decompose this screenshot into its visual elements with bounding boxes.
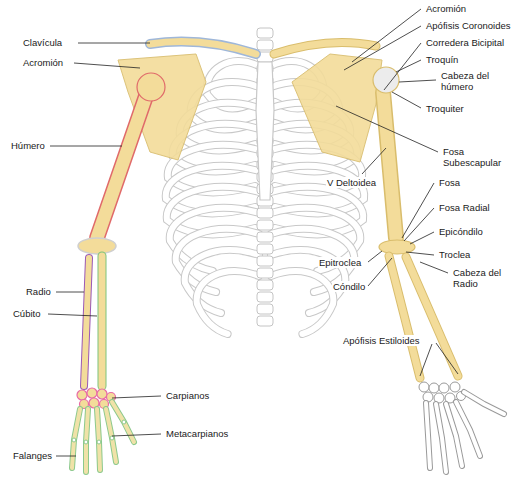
part-label: Acromión bbox=[22, 57, 64, 68]
left-humerus-outline bbox=[97, 96, 146, 238]
part-label: Cabeza del Radio bbox=[452, 267, 510, 289]
right-elbow bbox=[379, 240, 415, 254]
left-radius bbox=[84, 258, 89, 386]
rib bbox=[197, 271, 259, 334]
sternum bbox=[256, 62, 274, 200]
vertebra bbox=[257, 280, 273, 290]
vertebra bbox=[257, 256, 273, 266]
right-carpals bbox=[419, 382, 466, 403]
part-label: Cóndilo bbox=[332, 281, 366, 292]
part-label: Falanges bbox=[12, 450, 53, 461]
part-label: Troquiter bbox=[425, 103, 465, 114]
part-label: Fosa bbox=[438, 177, 461, 188]
vertebra bbox=[257, 244, 273, 254]
part-label: Corredera Bicipital bbox=[425, 37, 505, 48]
part-label: Cúbito bbox=[12, 308, 41, 319]
part-label: Apófisis Coronoides bbox=[425, 20, 512, 31]
rib-outline bbox=[197, 271, 259, 334]
left-clavicle-outline bbox=[150, 42, 256, 54]
right-humerus-outline bbox=[383, 92, 396, 238]
left-ulna bbox=[99, 256, 106, 386]
part-label: Troclea bbox=[438, 249, 471, 260]
part-label: Apófisis Estiloides bbox=[342, 335, 421, 346]
part-label: Acromión bbox=[425, 3, 467, 14]
left-radius-outline bbox=[84, 258, 89, 386]
part-label: Fosa Radial bbox=[438, 202, 491, 213]
left-humerus bbox=[97, 96, 146, 238]
leader-lines bbox=[48, 9, 458, 456]
vertebra bbox=[257, 208, 273, 218]
left-ulna-outline bbox=[98, 256, 107, 386]
part-label: V Deltoidea bbox=[326, 177, 377, 188]
right-scapula bbox=[292, 54, 382, 162]
right-ulna-outline bbox=[389, 256, 420, 378]
part-label: Carpianos bbox=[165, 390, 210, 401]
right-clavicle bbox=[274, 42, 376, 54]
vertebra bbox=[257, 268, 273, 278]
part-label: Metacarpianos bbox=[165, 428, 229, 439]
left-hand bbox=[72, 402, 134, 472]
part-label: Clavícula bbox=[22, 37, 63, 48]
rib-outline bbox=[271, 271, 333, 334]
spine bbox=[257, 28, 273, 326]
part-label: Epicóndilo bbox=[438, 226, 484, 237]
part-label: Troquín bbox=[425, 54, 459, 65]
left-carpals bbox=[77, 388, 116, 409]
left-humeral-head bbox=[137, 73, 165, 101]
vertebra bbox=[257, 292, 273, 302]
right-humeral-head bbox=[373, 67, 399, 93]
part-label: Húmero bbox=[10, 140, 46, 151]
vertebra bbox=[257, 316, 273, 326]
right-humerus bbox=[383, 92, 396, 238]
vertebra bbox=[257, 232, 273, 242]
right-clavicle-outline bbox=[274, 42, 376, 54]
left-elbow bbox=[78, 238, 116, 254]
vertebra bbox=[257, 220, 273, 230]
part-label: Fosa Subescapular bbox=[442, 146, 508, 168]
left-clavicle bbox=[150, 42, 256, 54]
vertebra bbox=[257, 304, 273, 314]
right-hand bbox=[426, 392, 504, 472]
right-ulna bbox=[389, 256, 420, 378]
vertebra bbox=[257, 40, 273, 50]
part-label: Epitroclea bbox=[318, 257, 362, 268]
part-label: Cabeza del húmero bbox=[440, 70, 498, 92]
rib bbox=[271, 271, 333, 334]
vertebra bbox=[257, 28, 273, 38]
part-label: Radio bbox=[25, 286, 52, 297]
